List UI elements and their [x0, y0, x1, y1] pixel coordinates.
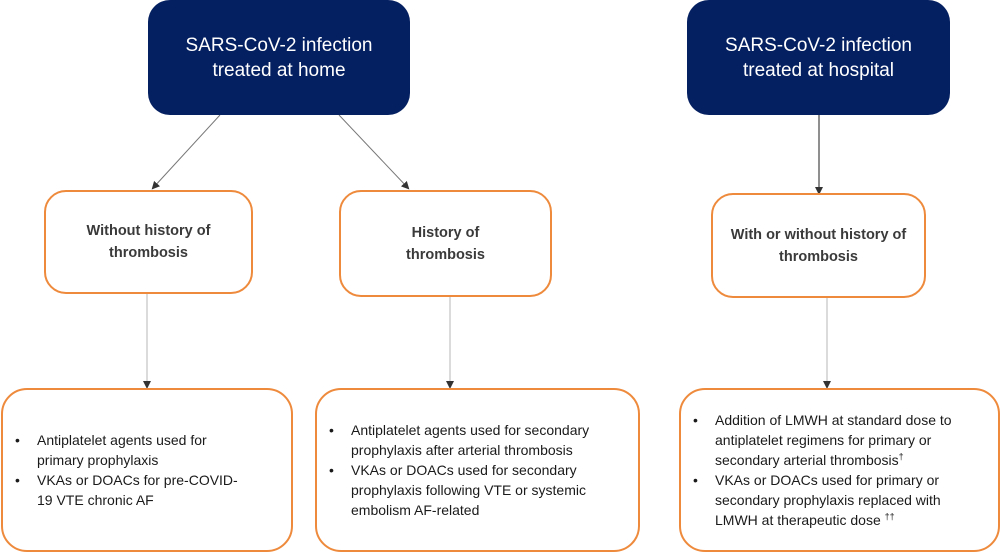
recommendation-list: Antiplatelet agents used for secondary p…	[317, 420, 617, 520]
list-item: Antiplatelet agents used for primary pro…	[3, 430, 253, 470]
with-or-without-line2: thrombosis	[779, 248, 858, 265]
hospital-line2: treated at hospital	[742, 59, 895, 81]
hospital-treatment-box: SARS-CoV-2 infection treated at hospital	[687, 0, 950, 115]
list-item: VKAs or DOACs used for secondary prophyl…	[317, 460, 617, 520]
history-box: History of thrombosis	[339, 190, 552, 297]
home-history-recommendations: Antiplatelet agents used for secondary p…	[315, 388, 640, 552]
recommendation-list: Antiplatelet agents used for primary pro…	[3, 430, 253, 510]
hospital-line1: SARS-CoV-2 infection	[725, 34, 912, 56]
with-or-without-line1: With or without history of	[730, 226, 907, 243]
list-item: VKAs or DOACs used for primary or second…	[681, 470, 981, 530]
without-history-line2: thrombosis	[109, 245, 188, 261]
home-no-history-recommendations: Antiplatelet agents used for primary pro…	[1, 388, 293, 552]
recommendation-list: Addition of LMWH at standard dose to ant…	[681, 410, 981, 530]
home-line2: treated at home	[212, 59, 346, 81]
dagger-footnote: †	[898, 451, 904, 462]
without-history-line1: Without history of	[86, 223, 211, 239]
double-dagger-footnote: ††	[884, 511, 895, 522]
arrow-home-to-history	[338, 114, 410, 190]
arrow-home-to-without-history	[151, 114, 221, 190]
list-item: Antiplatelet agents used for secondary p…	[317, 420, 617, 460]
hospital-recommendations: Addition of LMWH at standard dose to ant…	[679, 388, 1000, 552]
list-item: VKAs or DOACs for pre-COVID-19 VTE chron…	[3, 470, 253, 510]
home-line1: SARS-CoV-2 infection	[185, 34, 373, 56]
history-line1: History of	[411, 224, 480, 241]
list-item: Addition of LMWH at standard dose to ant…	[681, 410, 981, 470]
with-or-without-history-box: With or without history of thrombosis	[711, 193, 926, 298]
home-treatment-box: SARS-CoV-2 infection treated at home	[148, 0, 410, 115]
history-line2: thrombosis	[406, 246, 485, 263]
without-history-box: Without history of thrombosis	[44, 190, 253, 294]
